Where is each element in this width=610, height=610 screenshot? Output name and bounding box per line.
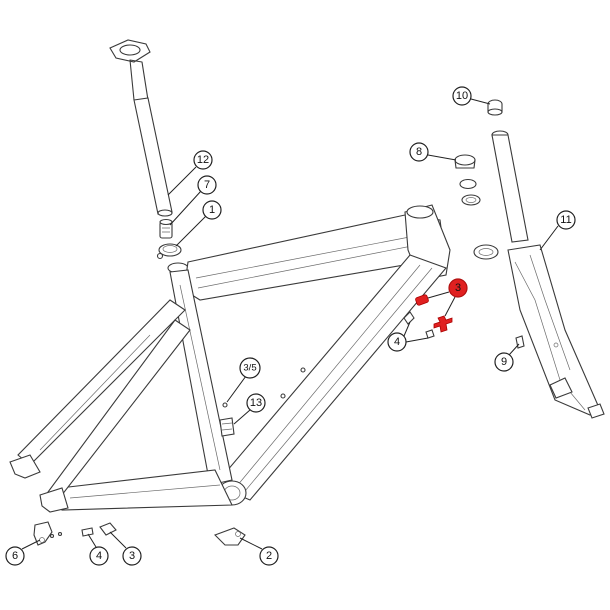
cable-guide-bottom-part [99,522,117,536]
seatpost-part [109,39,173,217]
seat-clamp-part [156,243,182,260]
svg-text:12: 12 [197,154,209,166]
svg-text:11: 11 [560,214,571,226]
headset-bearing-part [454,154,499,260]
bolt-part [222,402,228,408]
callout-4-right[interactable]: 4 [387,332,407,352]
svg-text:4: 4 [96,550,102,562]
svg-text:9: 9 [501,356,507,368]
callout-7[interactable]: 7 [197,175,217,195]
svg-text:2: 2 [266,550,272,562]
callout-13[interactable]: 13 [246,393,266,413]
svg-text:4: 4 [394,336,400,348]
svg-text:6: 6 [12,550,18,562]
bb-guide-part [214,527,246,546]
frame-part [9,204,451,513]
svg-text:3: 3 [129,550,135,562]
derailleur-hanger-part [33,521,63,546]
callout-12[interactable]: 12 [193,150,213,170]
highlighted-cable-guide-parts [415,294,453,333]
callout-10[interactable]: 10 [452,86,472,106]
svg-text:3: 3 [455,282,461,294]
leader-lines [21,98,559,550]
cable-stop-part [81,527,94,537]
svg-text:8: 8 [416,146,422,158]
cable-port-parts [403,311,435,339]
callout-4-bottom[interactable]: 4 [89,546,109,566]
derailleur-mount-part [219,417,235,437]
callout-11[interactable]: 11 [556,210,576,230]
callout-6[interactable]: 6 [5,546,25,566]
svg-text:13: 13 [250,397,262,409]
callout-2[interactable]: 2 [259,546,279,566]
svg-text:7: 7 [204,179,210,191]
svg-text:1: 1 [209,204,215,216]
callout-1[interactable]: 1 [202,200,222,220]
callout-3-bottom[interactable]: 3 [122,546,142,566]
callout-8[interactable]: 8 [409,142,429,162]
callout-3-5[interactable]: 3/5 [239,357,261,379]
svg-text:10: 10 [456,90,468,102]
callout-3-highlighted[interactable]: 3 [448,278,468,298]
svg-text:3/5: 3/5 [243,363,256,374]
seatpost-wedge-part [159,218,173,239]
fork-part [491,130,605,419]
top-cap-part [487,99,503,116]
callout-9[interactable]: 9 [494,352,514,372]
